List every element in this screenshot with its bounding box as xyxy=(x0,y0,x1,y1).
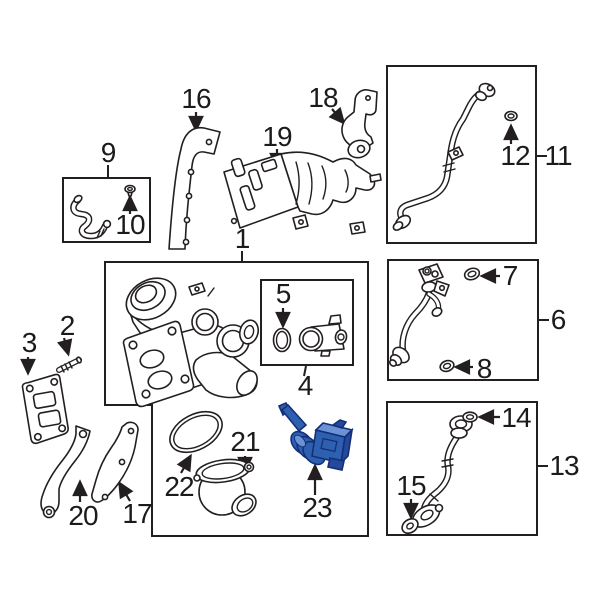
actuator-tab xyxy=(331,419,348,429)
callout-8[interactable]: 8 xyxy=(476,353,493,384)
callout-4[interactable]: 4 xyxy=(297,370,314,401)
actuator-connector xyxy=(327,457,345,471)
part-drawing-bracket-17[interactable] xyxy=(91,421,139,503)
callout-14[interactable]: 14 xyxy=(501,402,531,433)
arrow-18 xyxy=(328,106,346,125)
leader-lines xyxy=(20,106,549,520)
part-drawing-bracket-18[interactable] xyxy=(341,89,378,160)
callout-10[interactable]: 10 xyxy=(115,209,145,240)
callout-3[interactable]: 3 xyxy=(21,327,38,358)
part-drawing-o-ring-12[interactable] xyxy=(504,110,518,122)
part-drawing-gasket-22[interactable] xyxy=(163,403,229,460)
actuator-side-face xyxy=(339,427,354,466)
leader-line-4 xyxy=(303,365,307,377)
part-drawing-oil-supply-line-11[interactable] xyxy=(392,81,497,232)
part-drawing-coolant-line-6[interactable] xyxy=(388,263,450,367)
part-drawing-gasket-15[interactable] xyxy=(399,516,420,536)
callout-2[interactable]: 2 xyxy=(59,310,76,341)
callout-22[interactable]: 22 xyxy=(164,471,194,502)
part-drawing-o-ring-5[interactable] xyxy=(272,327,292,353)
callout-16[interactable]: 16 xyxy=(181,83,211,114)
arrow-2 xyxy=(57,337,73,357)
part-drawing-o-ring-8[interactable] xyxy=(439,359,456,373)
callout-21[interactable]: 21 xyxy=(230,426,260,457)
callout-9[interactable]: 9 xyxy=(100,137,117,168)
part-drawing-bracket-20[interactable] xyxy=(40,425,91,519)
callout-7[interactable]: 7 xyxy=(502,260,519,291)
part-drawing-diverter-valve-21[interactable] xyxy=(193,456,260,520)
callout-12[interactable]: 12 xyxy=(500,140,530,171)
part-drawing-hose-9[interactable] xyxy=(70,194,112,240)
part-drawing-turbocharger-1[interactable] xyxy=(119,270,261,408)
arrow-22 xyxy=(176,453,192,474)
part-drawing-o-ring-14[interactable] xyxy=(462,411,478,423)
part-drawing-valve-4[interactable] xyxy=(298,314,348,357)
part-drawing-bracket-16[interactable] xyxy=(168,126,221,250)
callout-15[interactable]: 15 xyxy=(396,470,426,501)
callout-19[interactable]: 19 xyxy=(262,121,292,152)
part-drawing-seal-10[interactable] xyxy=(124,184,136,197)
callout-5[interactable]: 5 xyxy=(275,278,292,309)
callout-11[interactable]: 11 xyxy=(544,140,572,171)
part-drawing-stud-2[interactable] xyxy=(56,356,82,373)
callout-1[interactable]: 1 xyxy=(234,223,251,254)
callout-6[interactable]: 6 xyxy=(550,304,567,335)
callout-13[interactable]: 13 xyxy=(549,450,579,481)
callout-18[interactable]: 18 xyxy=(308,82,338,113)
callout-17[interactable]: 17 xyxy=(122,498,152,529)
part-drawing-actuator-23-highlighted[interactable] xyxy=(277,401,354,471)
part-drawing-o-ring-7[interactable] xyxy=(463,266,481,281)
callout-23[interactable]: 23 xyxy=(302,492,332,523)
callout-20[interactable]: 20 xyxy=(68,500,98,531)
arrow-17 xyxy=(118,480,134,502)
part-drawing-heat-shield-19[interactable] xyxy=(223,151,382,235)
part-drawing-gasket-3[interactable] xyxy=(21,373,70,445)
actuator-highlight-facet xyxy=(293,434,307,448)
